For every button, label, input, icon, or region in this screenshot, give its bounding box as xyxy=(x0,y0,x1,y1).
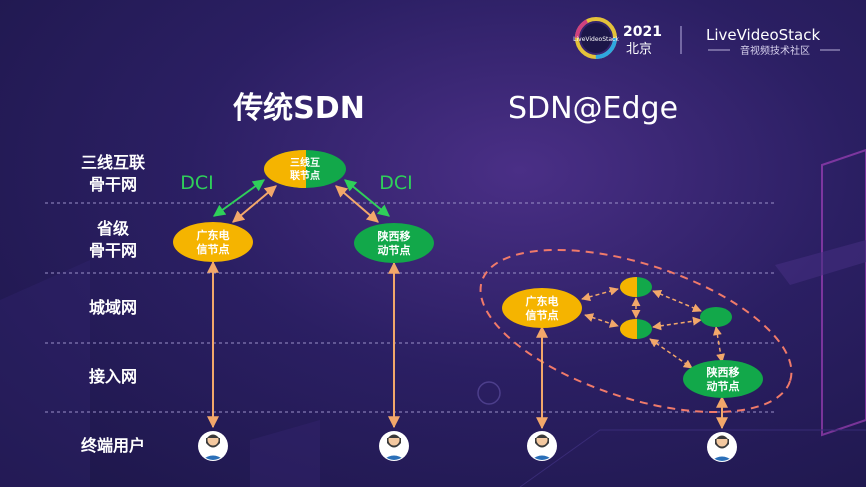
user-avatar-1 xyxy=(198,431,228,461)
edge-node-gd: 广东电 信节点 xyxy=(502,288,582,328)
node-gd-left-label1: 广东电 xyxy=(197,228,230,242)
edge-node-sx-label2: 动节点 xyxy=(707,379,740,393)
traditional-links xyxy=(207,179,400,429)
node-three-line-label1: 三线互 xyxy=(290,156,320,169)
node-sx-left-label1: 陕西移 xyxy=(378,229,411,243)
brand-subtitle: 音视频技术社区 xyxy=(740,44,810,57)
layer-label-end-users: 终端用户 xyxy=(81,436,145,455)
edge-node-gd-label1: 广东电 xyxy=(526,294,559,308)
node-three-line-label2: 联节点 xyxy=(290,169,320,182)
link-backbone-gd xyxy=(232,185,277,223)
edge-node-c xyxy=(700,307,732,327)
layer-label-access: 接入网 xyxy=(89,367,137,386)
layer-label-backbone-line1: 三线互联 xyxy=(81,153,145,172)
edge-link-b-sx xyxy=(649,338,693,369)
node-three-line: 三线互 联节点 xyxy=(264,150,346,188)
layer-label-backbone-line2: 骨干网 xyxy=(89,175,137,194)
dci-link-left xyxy=(213,179,265,217)
node-gd-left: 广东电 信节点 xyxy=(173,222,253,262)
node-gd-left-label2: 信节点 xyxy=(197,242,230,256)
user-avatar-4 xyxy=(707,432,737,462)
layer-label-metro: 城域网 xyxy=(89,298,137,317)
dci-label-right: DCI xyxy=(379,172,413,194)
edge-node-a xyxy=(620,277,652,297)
edge-node-sx-label1: 陕西移 xyxy=(707,365,740,379)
edge-region-boundary xyxy=(479,248,793,414)
event-city: 北京 xyxy=(626,42,652,57)
conference-logo: LiveVideoStack xyxy=(573,17,619,59)
title-traditional-sdn: 传统SDN xyxy=(232,91,365,126)
edge-link-b-c xyxy=(652,316,702,331)
link-backbone-sx xyxy=(335,185,379,223)
edge-link-gd-b xyxy=(584,313,619,328)
layer-label-province-line1: 省级 xyxy=(96,219,130,238)
edge-links xyxy=(581,286,726,369)
logo-badge-text: LiveVideoStack xyxy=(573,36,619,43)
edge-link-a-c xyxy=(652,289,702,313)
user-avatar-2 xyxy=(379,431,409,461)
background-decoration xyxy=(0,148,866,487)
event-year: 2021 xyxy=(623,24,662,40)
edge-link-c-sx xyxy=(712,326,726,363)
edge-node-sx: 陕西移 动节点 xyxy=(683,360,763,398)
dci-link-right xyxy=(344,179,390,217)
user-avatar-3 xyxy=(527,431,557,461)
edge-node-b xyxy=(620,319,652,339)
node-sx-left-label2: 动节点 xyxy=(378,243,411,257)
edge-link-gd-a xyxy=(581,286,619,302)
dci-label-left: DCI xyxy=(180,172,214,194)
edge-node-gd-label2: 信节点 xyxy=(526,308,559,322)
node-sx-left: 陕西移 动节点 xyxy=(354,223,434,263)
brand-name: LiveVideoStack xyxy=(706,26,820,44)
layer-label-province-line2: 骨干网 xyxy=(89,241,137,260)
title-sdn-edge: SDN@Edge xyxy=(508,91,678,126)
